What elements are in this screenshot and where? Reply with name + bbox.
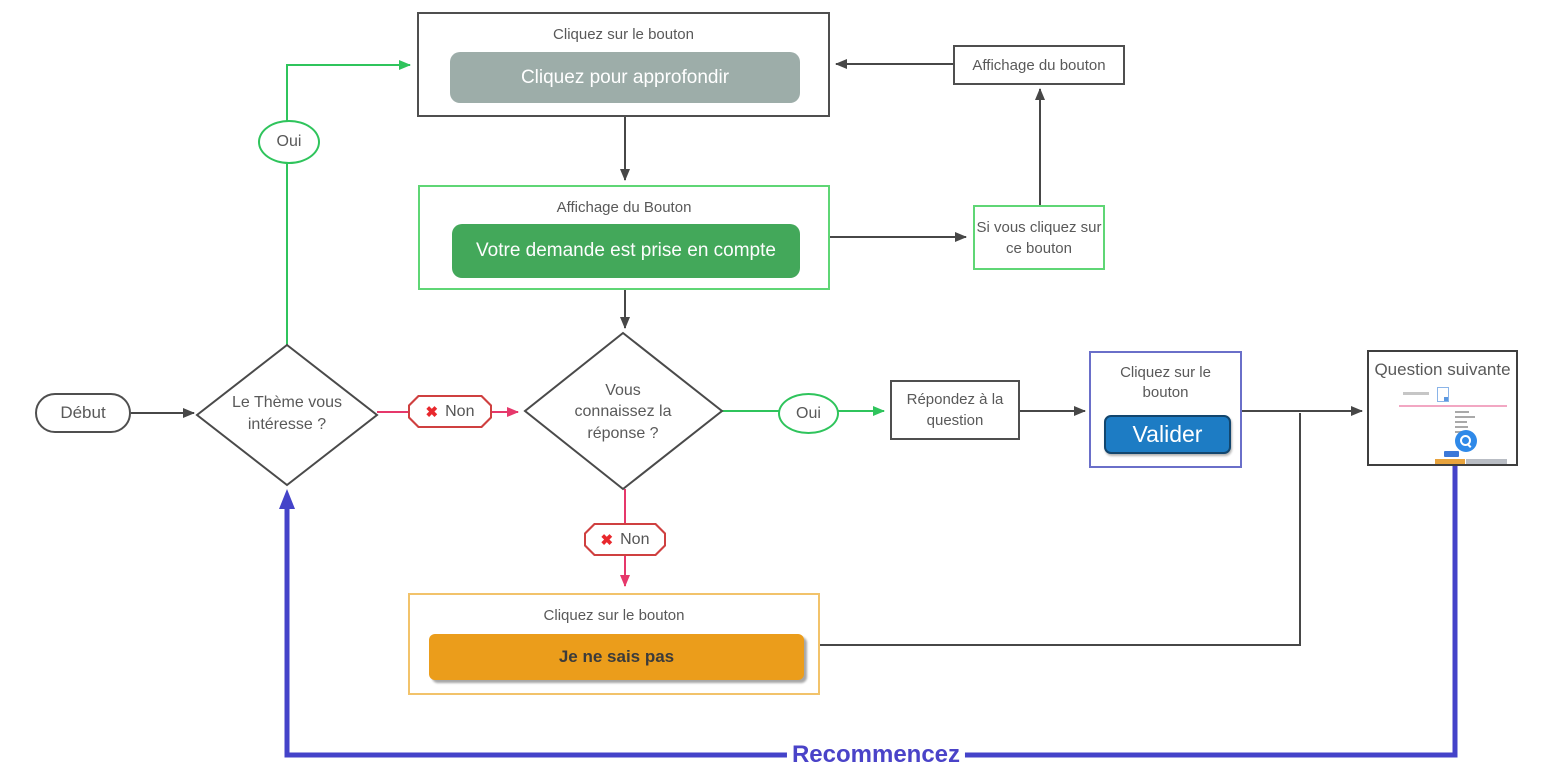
decision1-diamond bbox=[195, 343, 379, 487]
next-question-title: Question suivante bbox=[1374, 360, 1511, 379]
oui2-text: Oui bbox=[796, 404, 821, 422]
edge-label-oui-1: Oui bbox=[258, 120, 320, 164]
thumb-orange-bar bbox=[1435, 459, 1465, 464]
thumb-divider bbox=[1399, 405, 1507, 407]
edge-dontknow-to-question-junction bbox=[820, 413, 1301, 646]
non1-inner: ✖ Non bbox=[410, 397, 490, 426]
edge-label-non-2: ✖ Non bbox=[584, 523, 666, 556]
non1-text: Non bbox=[445, 402, 475, 420]
answer-label: Répondez à la question bbox=[906, 391, 1004, 429]
edge-label-non-1: ✖ Non bbox=[408, 395, 492, 428]
question-thumbnail bbox=[1397, 385, 1511, 464]
thumb-list-item bbox=[1455, 411, 1469, 413]
thumb-search-icon bbox=[1455, 430, 1477, 452]
approfondir-button[interactable]: Cliquez pour approfondir bbox=[450, 52, 800, 103]
next-question-node: Question suivante bbox=[1367, 350, 1518, 466]
thumb-list-item bbox=[1455, 416, 1475, 418]
topbox-node: Cliquez sur le bouton Cliquez pour appro… bbox=[417, 12, 830, 117]
restart-label: Recommencez bbox=[786, 741, 966, 769]
decision2-diamond bbox=[523, 331, 724, 491]
dont-know-node: Cliquez sur le bouton Je ne sais pas bbox=[408, 593, 820, 695]
greenbox-title: Affichage du Bouton bbox=[556, 199, 692, 216]
valider-button[interactable]: Valider bbox=[1104, 415, 1231, 454]
thumb-text-line bbox=[1403, 392, 1429, 395]
edge-oui-decision1-to-topbox bbox=[286, 60, 411, 345]
non2-inner: ✖ Non bbox=[586, 525, 664, 554]
thumb-gray-bar bbox=[1466, 459, 1507, 464]
x-icon: ✖ bbox=[425, 403, 439, 421]
answer-node: Répondez à la question bbox=[890, 380, 1020, 440]
decision1-label: Le Thème vous intéresse ? bbox=[232, 394, 342, 433]
ifclick-node: Si vous cliquez sur ce bouton bbox=[973, 205, 1105, 270]
thumb-blue-button bbox=[1444, 451, 1459, 457]
dont-know-title: Cliquez sur le bouton bbox=[543, 607, 685, 624]
display-button-label: Affichage du bouton bbox=[972, 56, 1106, 74]
start-node: Début bbox=[35, 393, 131, 433]
greenbox-node: Affichage du Bouton Votre demande est pr… bbox=[418, 185, 830, 290]
x-icon: ✖ bbox=[600, 531, 614, 549]
non2-text: Non bbox=[620, 530, 650, 548]
je-ne-sais-pas-button[interactable]: Je ne sais pas bbox=[429, 634, 804, 680]
thumb-list-item bbox=[1455, 426, 1468, 428]
decision2-label: Vous connaissez la réponse ? bbox=[574, 381, 672, 442]
display-button-node: Affichage du bouton bbox=[953, 45, 1125, 85]
validate-title: Cliquez sur le bouton bbox=[1120, 364, 1211, 402]
thumb-list-item bbox=[1455, 421, 1467, 423]
start-label: Début bbox=[60, 403, 106, 422]
oui1-text: Oui bbox=[276, 133, 302, 150]
ifclick-label: Si vous cliquez sur ce bouton bbox=[976, 218, 1102, 257]
demande-button[interactable]: Votre demande est prise en compte bbox=[452, 224, 800, 278]
thumb-document-icon bbox=[1437, 387, 1449, 402]
validate-node: Cliquez sur le bouton Valider bbox=[1089, 351, 1242, 468]
topbox-title: Cliquez sur le bouton bbox=[553, 26, 694, 43]
edge-label-oui-2: Oui bbox=[778, 393, 839, 434]
